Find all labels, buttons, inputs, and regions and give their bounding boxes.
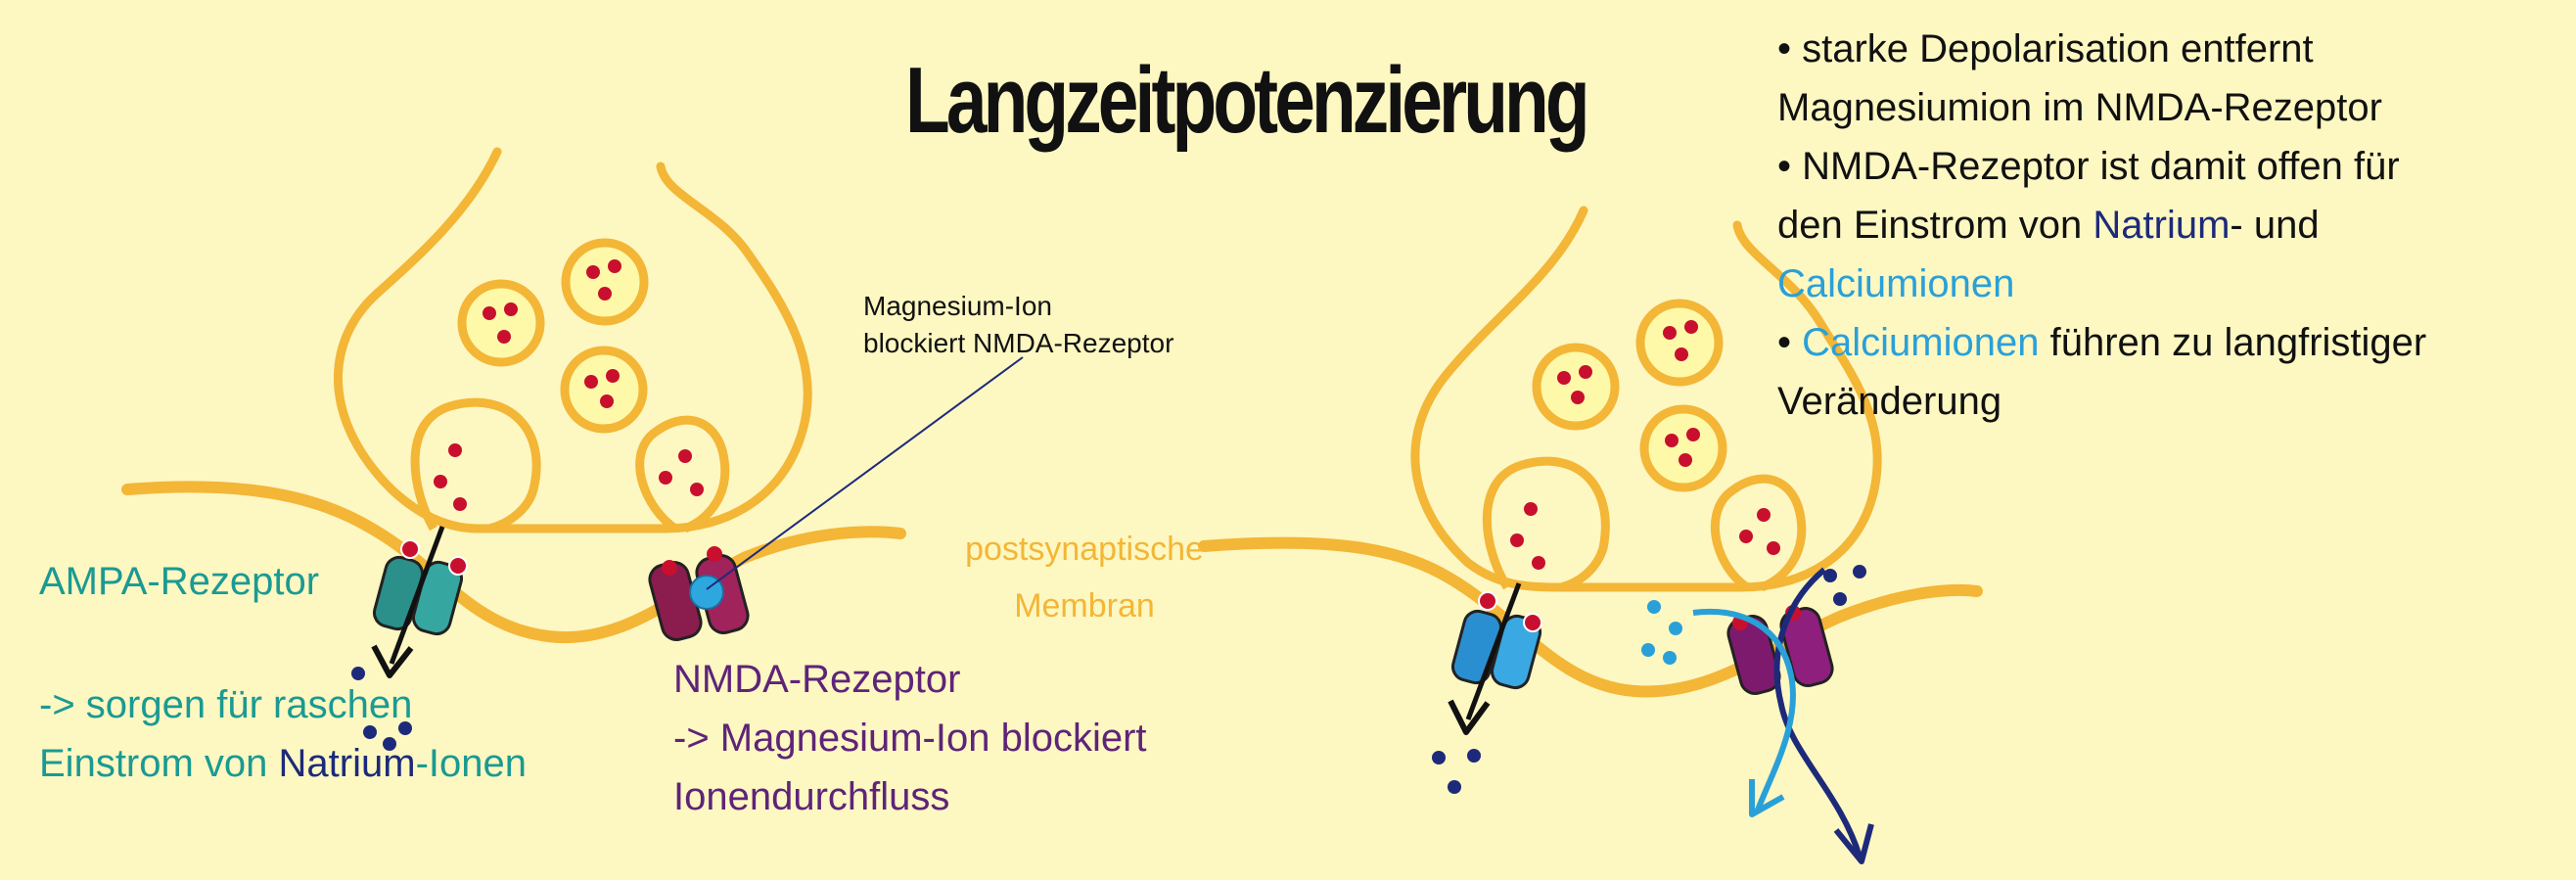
right-fusing-vesicle-2 bbox=[1710, 474, 1807, 592]
right-calcium-ions bbox=[1641, 600, 1682, 665]
sodium-flow-arrow bbox=[1773, 567, 1863, 857]
bullet1-line1: • starke Depolarisation entfernt bbox=[1777, 27, 2314, 70]
bullet2-line3: Calciumionen bbox=[1777, 262, 2015, 305]
ampa-desc-line2: Einstrom von Natrium-Ionen bbox=[39, 742, 527, 785]
left-fusing-vesicle-2 bbox=[635, 415, 730, 533]
right-presynaptic-terminal bbox=[1410, 206, 1882, 592]
natrium-highlight: Natrium bbox=[2093, 204, 2231, 247]
right-postsynaptic-membrane bbox=[1198, 536, 1983, 698]
vesicle bbox=[561, 238, 649, 326]
right-fusing-vesicle-1 bbox=[1482, 456, 1610, 592]
vesicle bbox=[457, 279, 545, 367]
right-synapse bbox=[1198, 206, 1983, 864]
left-presynaptic-terminal bbox=[334, 147, 812, 533]
mg-note-line1: Magnesium-Ion bbox=[863, 291, 1052, 321]
ampa-receptor-label: AMPA-Rezeptor bbox=[39, 560, 320, 603]
mg-note-line2: blockiert NMDA-Rezeptor bbox=[863, 328, 1174, 358]
vesicle bbox=[560, 346, 648, 434]
magnesium-annotation: Magnesium-Ion blockiert NMDA-Rezeptor bbox=[863, 288, 1173, 362]
ampa-receptor-right bbox=[1448, 582, 1542, 735]
sodium-highlight: Natrium bbox=[278, 742, 416, 785]
left-postsynaptic-membrane bbox=[121, 481, 906, 644]
bullet3-line2: Veränderung bbox=[1777, 380, 2002, 423]
calcium-flow-arrow bbox=[1692, 609, 1796, 814]
left-sodium-ions bbox=[351, 667, 412, 751]
ampa-desc-line1: -> sorgen für raschen bbox=[39, 683, 413, 726]
bullet2-line1: • NMDA-Rezeptor ist damit offen für bbox=[1777, 145, 2400, 188]
membrane-line2: Membran bbox=[1014, 587, 1155, 625]
ampa-receptor bbox=[371, 526, 468, 678]
nmda-line3: Ionendurchfluss bbox=[673, 775, 950, 818]
page-title: Langzeitpotenzierung bbox=[905, 48, 1590, 153]
bullet2-line2: den Einstrom von Natrium- und bbox=[1777, 204, 2320, 247]
bullet1-line2: Magnesiumion im NMDA-Rezeptor bbox=[1777, 86, 2382, 129]
nmda-line2: -> Magnesium-Ion blockiert bbox=[673, 717, 1147, 760]
left-vesicles bbox=[457, 238, 649, 434]
left-fusing-vesicle-1 bbox=[410, 397, 541, 533]
right-sodium-ions-top bbox=[1823, 565, 1866, 606]
calcium-highlight: Calciumionen bbox=[1802, 321, 2040, 364]
explanation-bullets: • starke Depolarisation entfernt Magnesi… bbox=[1777, 20, 2426, 431]
nmda-line1: NMDA-Rezeptor bbox=[673, 658, 961, 701]
right-vesicles bbox=[1532, 299, 1727, 492]
magnesium-pointer-line bbox=[706, 356, 1024, 590]
membrane-line1: postsynaptische bbox=[965, 531, 1204, 568]
bullet3-line1: • Calciumionen führen zu langfristiger bbox=[1777, 321, 2427, 364]
nmda-receptor-blocked bbox=[648, 546, 750, 641]
postsynaptic-membrane-label: postsynaptische Membran bbox=[898, 521, 1270, 634]
nmda-receptor-description: NMDA-Rezeptor -> Magnesium-Ion blockiert… bbox=[673, 650, 1147, 826]
left-synapse bbox=[121, 147, 1024, 751]
ampa-description: -> sorgen für raschen Einstrom von Natri… bbox=[39, 675, 527, 793]
left-released-neurotransmitters bbox=[434, 443, 704, 511]
